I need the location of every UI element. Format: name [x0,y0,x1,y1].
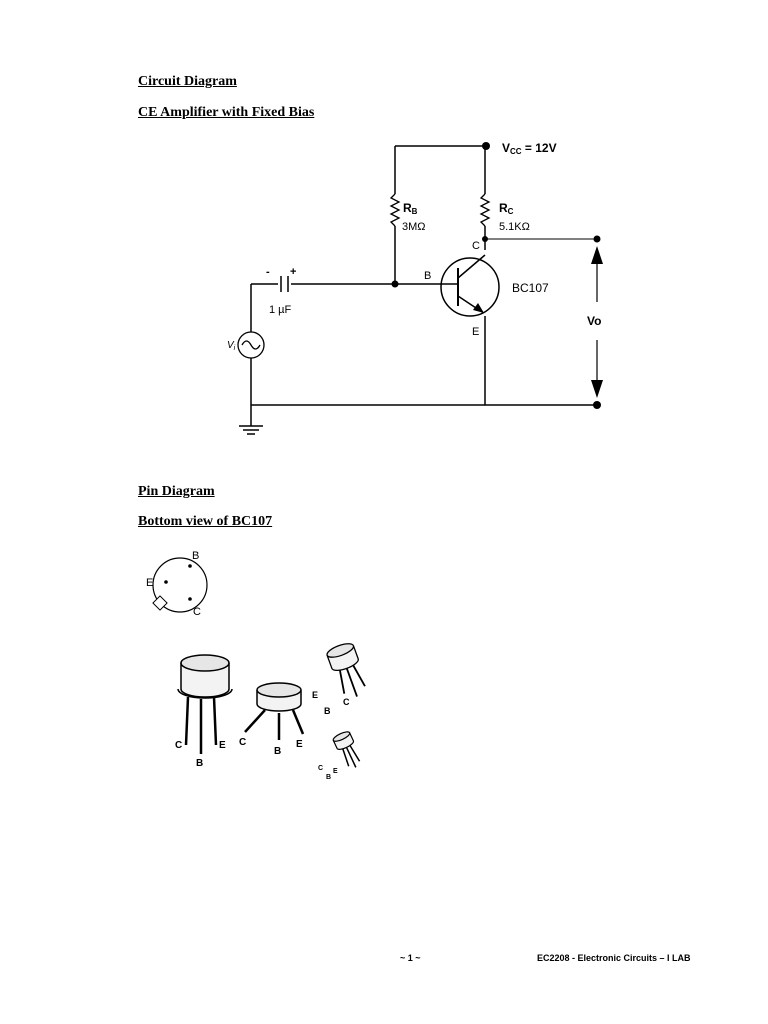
rb-label: RB [403,201,418,216]
package-4-top [332,731,351,742]
package-3-body [326,645,359,671]
base-junction-dot [391,280,399,288]
circuit-diagram [237,145,598,435]
package-4-label-e: E [333,768,338,775]
package-2-label-e: E [296,739,303,750]
package-2-image [244,682,305,740]
vcc-label: VCC = 12V [502,141,557,156]
pin-b-dot [188,564,192,568]
circuit-filled-marks [391,142,603,409]
package-1-lead-e [212,696,218,746]
emitter-arrow-head [473,303,484,313]
transistor-packages-illustration [177,643,366,768]
vcc-terminal-dot [482,142,490,150]
rb-resistor [389,193,401,227]
capacitor-value: 1 µF [269,304,292,316]
vo-label: Vo [587,314,601,328]
package-4-image [332,731,361,768]
page-number: ~ 1 ~ [400,953,421,963]
package-4-lead-b [345,747,357,768]
vo-arrow-up-head [591,246,603,264]
package-2-label-b: B [274,746,281,757]
vi-label: Vi [227,340,236,352]
transistor-circle [440,257,500,317]
pin-e-label: E [146,577,153,589]
package-4-label-b: B [326,774,331,781]
vo-arrow-down-head [591,380,603,398]
vo-bottom-terminal-dot [593,401,601,409]
package-2-lead-e [291,709,305,735]
pin-e-dot [164,580,168,584]
collector-junction-dot [482,236,488,242]
heading-ce-amplifier: CE Amplifier with Fixed Bias [138,105,315,120]
package-3-lead-b [345,668,358,697]
package-4-lead-e [349,745,361,762]
sine-wave-icon [241,340,261,350]
collector-label: C [472,240,480,252]
package-3-label-b: B [324,706,331,716]
heading-bottom-view: Bottom view of BC107 [138,514,273,529]
base-label: B [424,270,431,282]
vo-top-terminal-dot [593,235,601,243]
pin-bottom-view: B E C [146,550,208,618]
package-3-lead-e [338,669,346,694]
footer-course-title: EC2208 - Electronic Circuits – I LAB [537,953,691,963]
package-2-label-c: C [239,737,246,748]
package-3-image [326,643,366,697]
pin-c-label: C [193,606,201,618]
package-1-image [177,654,233,754]
package-4-lead-c [342,748,350,767]
package-1-label-e: E [219,740,226,751]
package-1-flange [177,688,233,699]
package-3-top [326,643,355,658]
package-2-top [256,682,302,698]
transistor-label: BC107 [512,281,549,295]
emitter-label: E [472,326,479,338]
package-1-top [180,654,230,672]
capacitor-minus-label: - [266,266,270,278]
package-2-lead-c [244,709,266,733]
package-3-label-e: E [312,690,318,700]
heading-pin-diagram: Pin Diagram [138,484,215,499]
pin-b-label: B [192,550,199,562]
package-3-lead-c [352,664,366,687]
package-1-lead-c [184,696,190,746]
package-4-label-c: C [318,765,323,772]
package-tab [152,595,168,611]
package-3-label-c: C [343,697,350,707]
transistor-collector-lead [457,254,486,279]
package-outline-circle [152,557,208,613]
rb-value: 3MΩ [402,221,426,233]
package-1-label-c: C [175,740,182,751]
package-1-body [180,663,230,698]
rc-value: 5.1KΩ [499,221,530,233]
rc-label: RC [499,201,514,216]
capacitor-plus-label: + [290,266,296,278]
rc-resistor [479,193,491,227]
pin-c-dot [188,597,192,601]
heading-circuit-diagram: Circuit Diagram [138,74,237,89]
package-1-label-b: B [196,758,203,769]
